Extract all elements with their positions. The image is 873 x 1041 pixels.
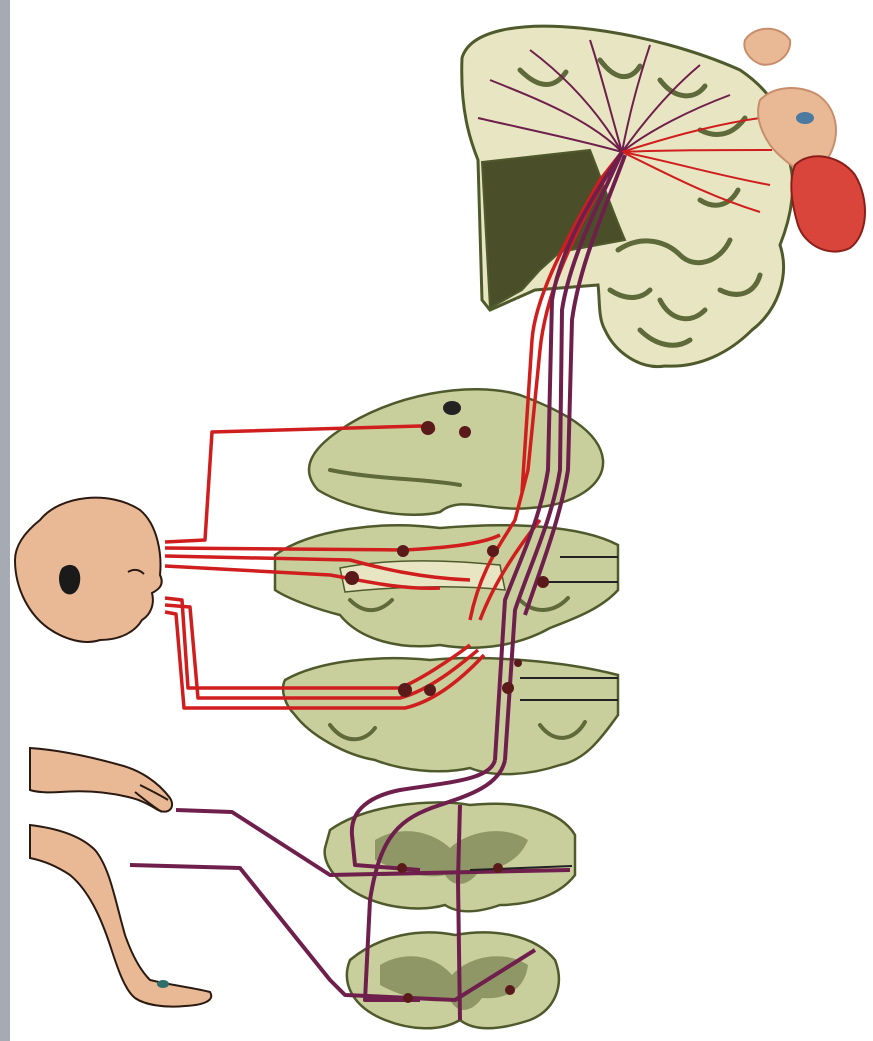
nucleus-medulla-1 bbox=[398, 683, 412, 697]
nucleus-cervical-1 bbox=[397, 863, 407, 873]
human-head-figure bbox=[15, 498, 162, 642]
cortex-face-ear bbox=[744, 29, 790, 65]
head-skin bbox=[15, 498, 162, 642]
nucleus-medulla-4 bbox=[514, 659, 522, 667]
tongue-icon bbox=[791, 156, 865, 251]
cervical-cord-slice bbox=[325, 802, 575, 911]
midbrain-nucleus-dark bbox=[443, 401, 461, 415]
nucleus-pons-1 bbox=[397, 545, 409, 557]
human-leg-figure bbox=[30, 825, 211, 1007]
leg-skin bbox=[30, 825, 211, 1007]
cerebral-cortex-section bbox=[462, 26, 793, 366]
foot-receptor-dot bbox=[157, 980, 169, 988]
arm-skin bbox=[30, 748, 172, 812]
nucleus-midbrain-left bbox=[421, 421, 435, 435]
nucleus-midbrain-right bbox=[459, 426, 471, 438]
nucleus-pons-2 bbox=[487, 545, 499, 557]
medulla-outline bbox=[283, 658, 618, 774]
nucleus-lumbar-2 bbox=[505, 985, 515, 995]
medulla-slice bbox=[283, 658, 618, 774]
nucleus-pons-3 bbox=[345, 571, 359, 585]
lumbar-cord-slice bbox=[347, 932, 559, 1028]
nucleus-pons-4 bbox=[537, 576, 549, 588]
cortex-face-eye-icon bbox=[796, 112, 814, 124]
human-arm-figure bbox=[30, 748, 172, 812]
head-ear-icon bbox=[59, 565, 80, 595]
nucleus-medulla-2 bbox=[424, 684, 436, 696]
pons-slice bbox=[275, 525, 618, 647]
pathway-midline-descending bbox=[458, 805, 460, 1020]
nucleus-medulla-3 bbox=[502, 682, 514, 694]
nucleus-lumbar-1 bbox=[403, 993, 413, 1003]
nucleus-cervical-2 bbox=[493, 863, 503, 873]
